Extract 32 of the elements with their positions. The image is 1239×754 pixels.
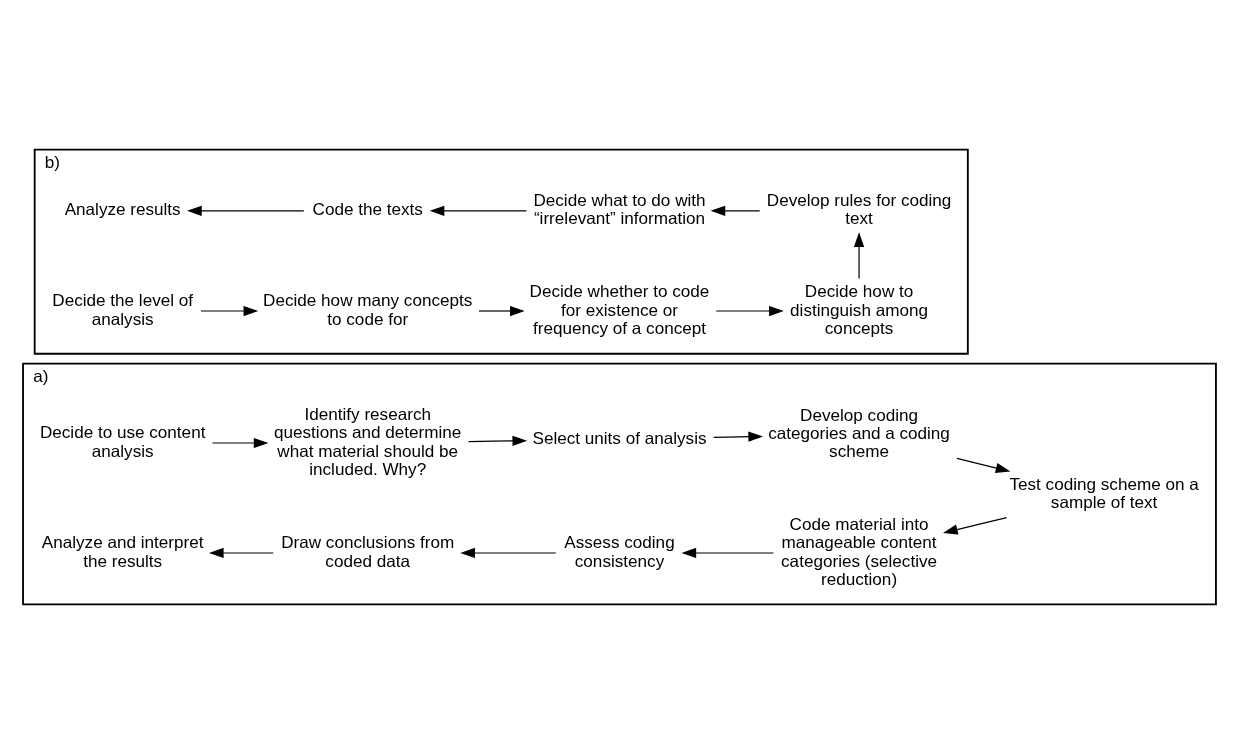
- arrow: [713, 431, 763, 442]
- node-text: Test coding scheme on a sample of text: [1009, 474, 1199, 513]
- node-text: Analyze and interpret the results: [41, 533, 204, 571]
- node-text: Decide what to do with “irrelevant” information: [533, 191, 706, 229]
- arrow: [715, 305, 784, 317]
- arrow: [478, 305, 525, 317]
- arrow: [429, 205, 528, 216]
- node-text: Decide to use content analysis: [39, 423, 206, 461]
- node-text: Decide the level of analysis: [52, 291, 194, 329]
- arrow: [467, 435, 528, 447]
- arrow: [187, 205, 305, 216]
- node-text: Select units of analysis: [532, 428, 707, 448]
- node-text: Develop rules for coding text: [766, 191, 952, 229]
- arrow: [943, 517, 1008, 535]
- node-text: Decide whether to code for existence or frequency of a concept: [529, 282, 710, 338]
- arrow: [710, 205, 761, 216]
- node-text: Decide how to distinguish among concepts: [790, 282, 929, 338]
- node-text: Assess coding consistency: [564, 533, 675, 571]
- arrow: [956, 457, 1011, 473]
- node-text: Analyze results: [64, 200, 181, 220]
- node-text: Decide how many concepts to code for: [263, 291, 473, 329]
- node-text: Code material into manageable content categories (selective reduction): [781, 515, 938, 590]
- node-text: Develop coding categories and a coding scheme: [768, 405, 950, 462]
- node-text: Identify research questions and determine what material should be included. Why?: [274, 405, 462, 480]
- arrow: [211, 437, 269, 449]
- arrow: [460, 547, 557, 559]
- arrow: [200, 305, 259, 317]
- arrow: [681, 547, 775, 559]
- node-text: Draw conclusions from coded data: [281, 533, 455, 571]
- arrow: [853, 232, 865, 280]
- arrow: [208, 547, 274, 559]
- node-text: Code the texts: [312, 200, 423, 220]
